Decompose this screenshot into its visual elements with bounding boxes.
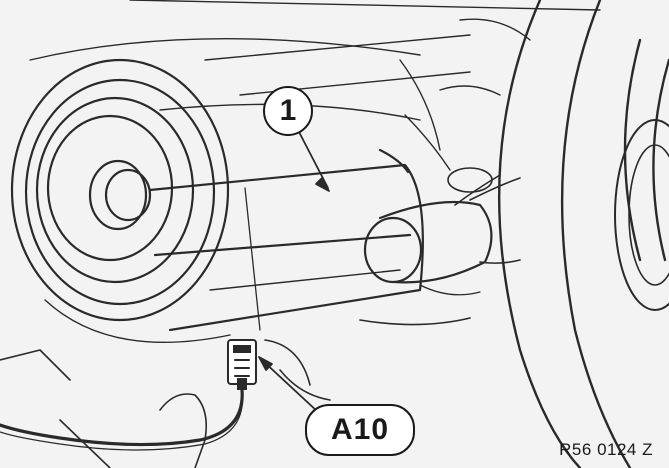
callout-item-a10: A10 xyxy=(305,404,415,456)
steering-hub xyxy=(10,58,231,343)
lower-dash-and-pedal xyxy=(0,284,481,468)
leader-line-a10 xyxy=(258,356,319,413)
steering-column-shroud xyxy=(148,148,424,332)
steering-wheel-rim xyxy=(498,0,669,468)
leader-line-1 xyxy=(297,129,330,192)
callout-item-1: 1 xyxy=(263,86,313,136)
wiper-stalk-lever xyxy=(363,167,521,284)
dashboard-panel-lines xyxy=(29,0,601,291)
connector-cable xyxy=(0,388,244,447)
figure-code: R56 0124 Z xyxy=(559,440,653,459)
connector-plug xyxy=(227,339,257,390)
